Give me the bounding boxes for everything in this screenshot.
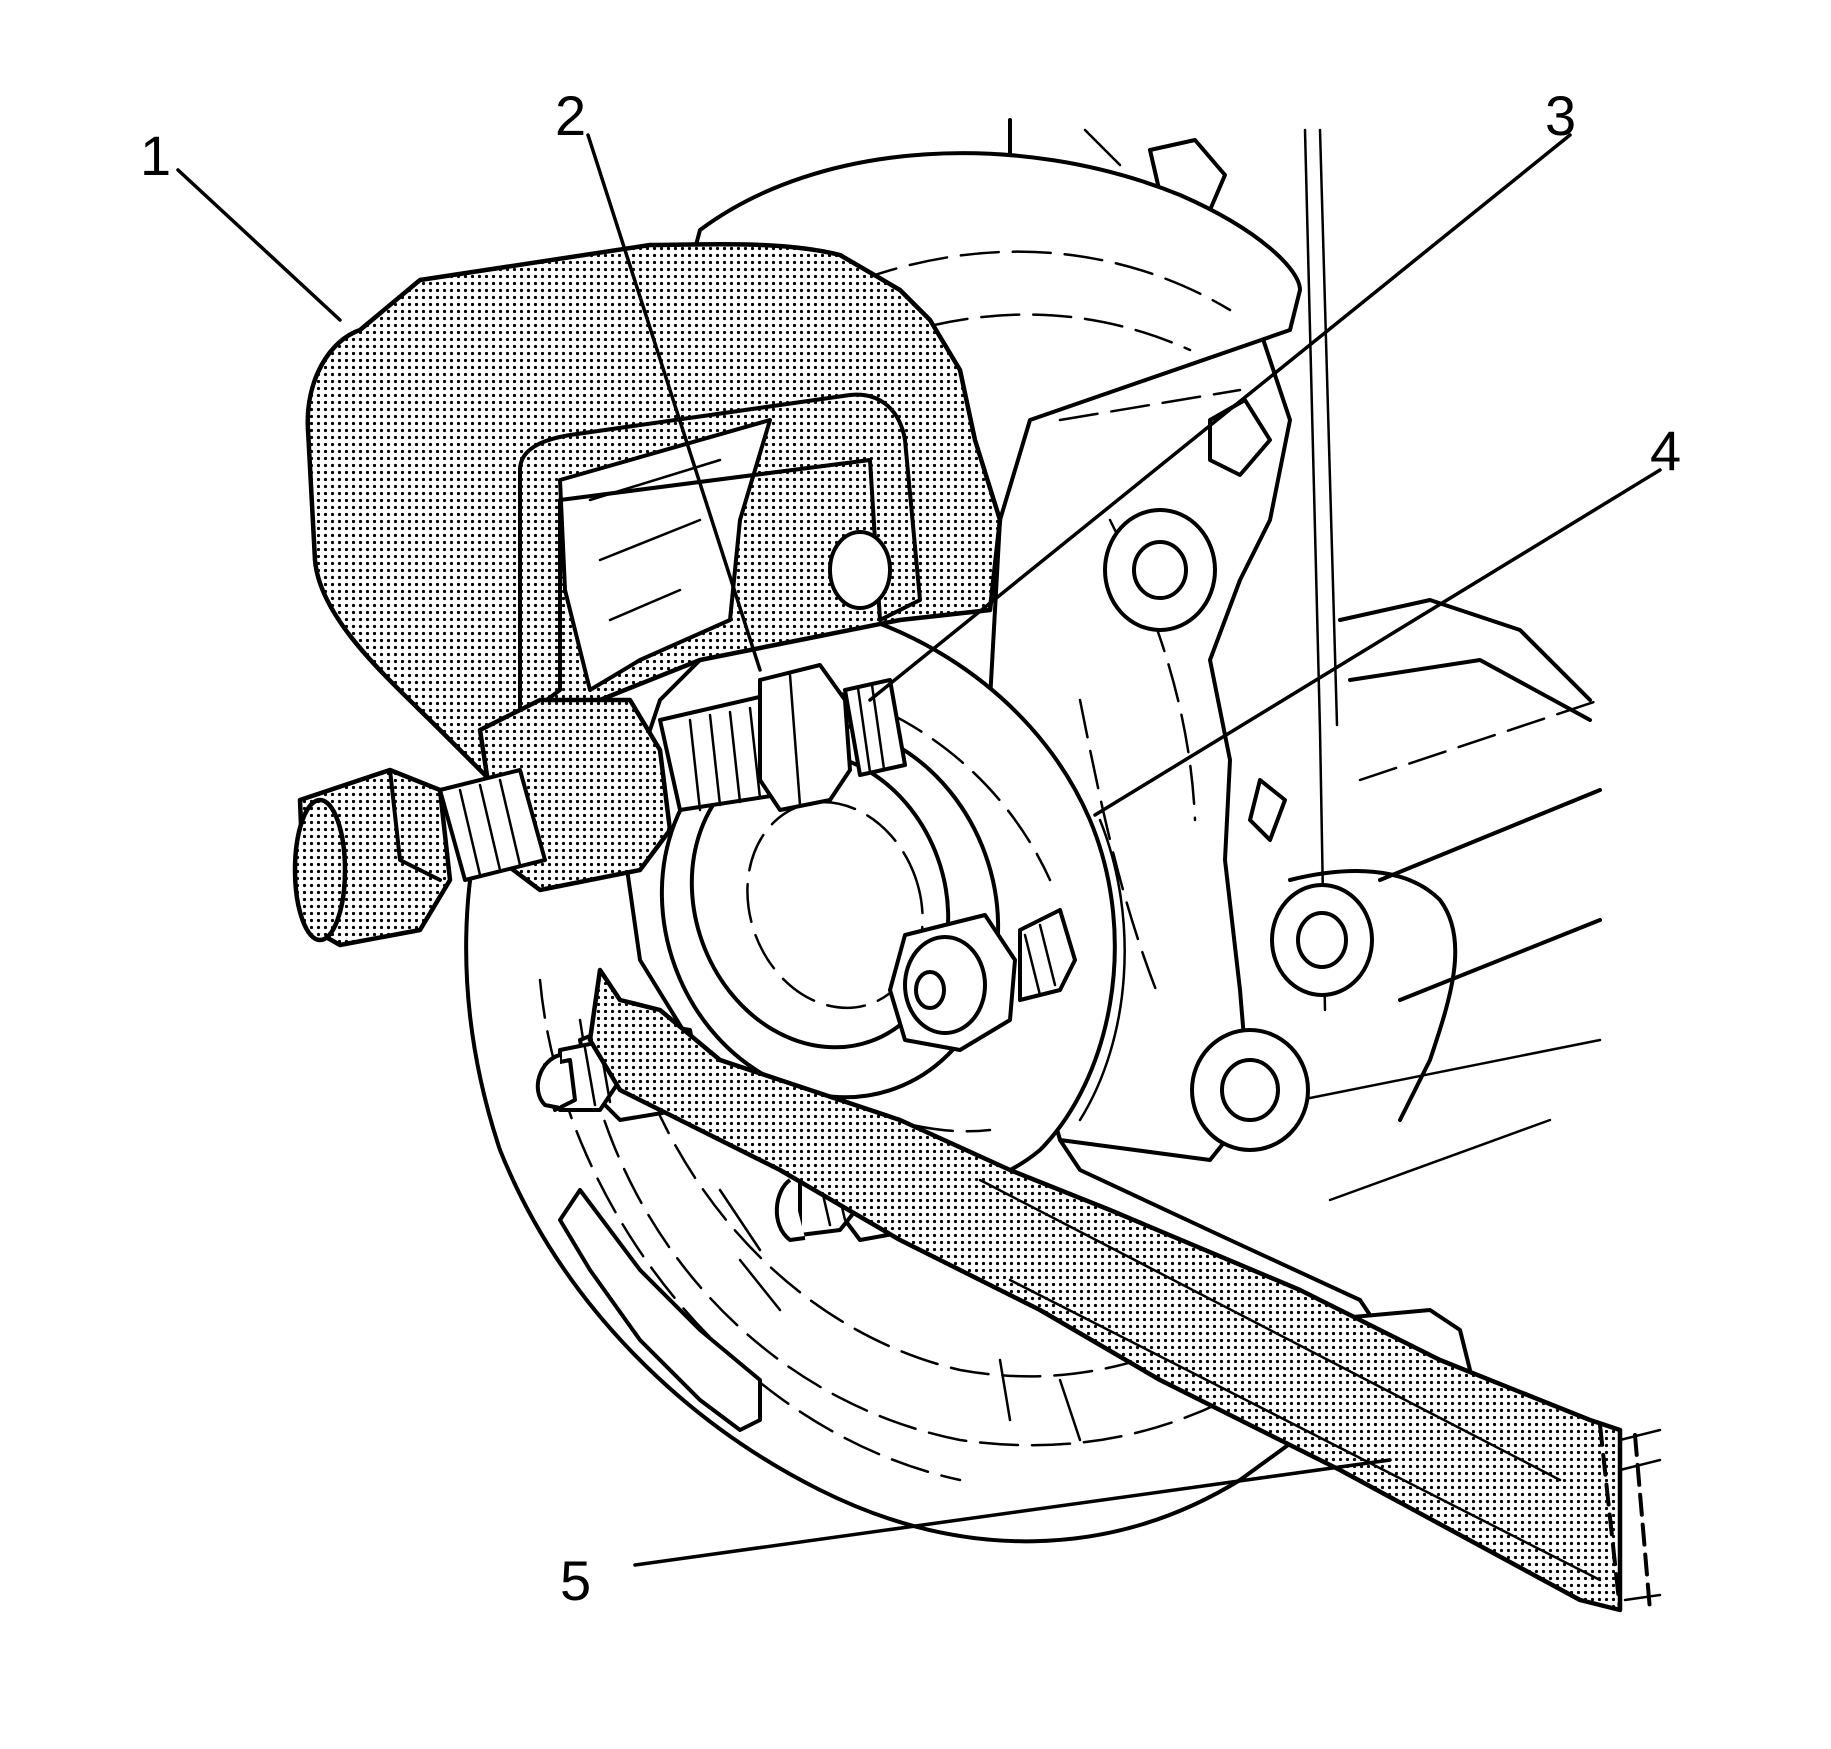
leader-2: [586, 133, 762, 672]
callout-4: 4: [1650, 419, 1681, 482]
leader-5: [633, 1458, 1392, 1567]
frame-background: [1008, 118, 1602, 1202]
leader-lines: [176, 133, 1662, 1567]
callout-2: 2: [555, 84, 586, 147]
callout-5: 5: [560, 1549, 591, 1612]
wheel-stud-right: [888, 908, 1077, 1052]
puller-bar: [587, 967, 1662, 1613]
puller-yoke: [305, 241, 1003, 783]
callout-3: 3: [1545, 84, 1576, 147]
callout-1: 1: [140, 124, 171, 187]
leader-4: [1093, 468, 1662, 817]
leader-3: [868, 133, 1572, 702]
leader-1: [176, 168, 342, 322]
forcing-screw: [292, 663, 907, 948]
